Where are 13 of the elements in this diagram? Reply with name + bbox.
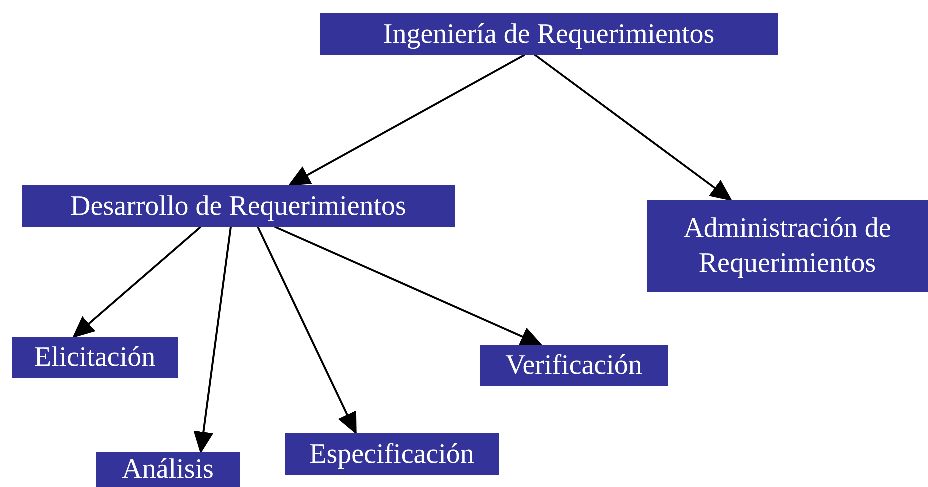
- term-box: Análisis: [96, 452, 240, 487]
- term-box: Especificación: [285, 433, 499, 475]
- arrow: [257, 226, 357, 435]
- term-box: Administración de Requerimientos: [647, 200, 928, 292]
- arrow: [534, 54, 733, 202]
- arrow: [194, 226, 232, 454]
- term-box: Elicitación: [12, 337, 178, 378]
- term-box: Ingeniería de Requerimientos: [320, 13, 778, 55]
- arrow: [72, 226, 202, 338]
- arrow: [274, 226, 543, 346]
- term-box: Verificación: [480, 345, 668, 386]
- arrow: [288, 54, 526, 186]
- term-box: Desarrollo de Requerimientos: [22, 185, 455, 227]
